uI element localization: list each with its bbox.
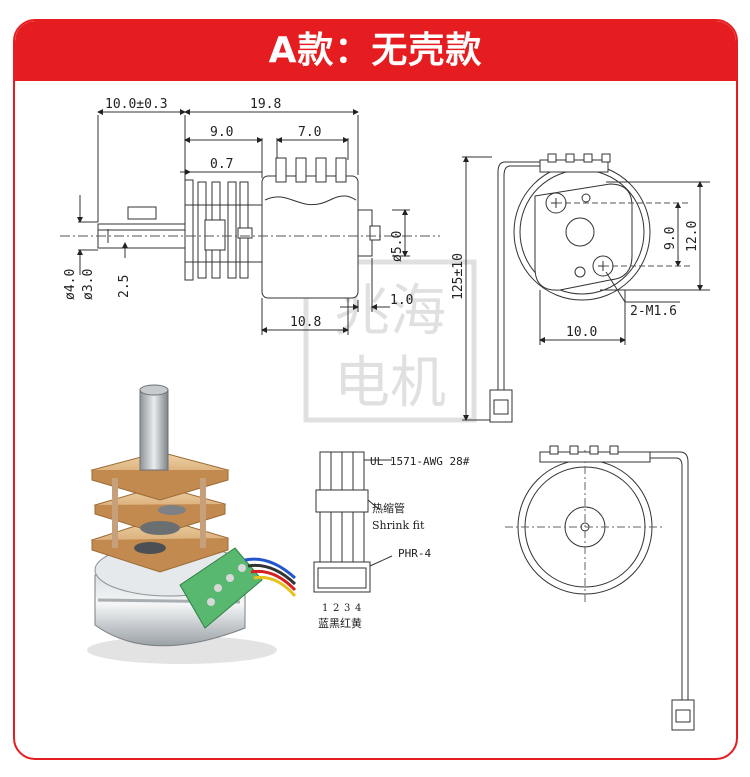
- dim-125: 125±10: [451, 253, 466, 300]
- dim-10-0-front: 10.0: [566, 325, 597, 340]
- front-view-labels: 125±10 9.0 12.0 10.0 2-M1.6: [451, 221, 700, 340]
- dim-19-8: 19.8: [250, 97, 281, 112]
- dim-9-0: 9.0: [210, 125, 233, 140]
- shrink-tube-cn: 热缩管: [372, 501, 405, 515]
- back-view-drawing: [505, 445, 695, 731]
- pin-1: 1: [322, 603, 328, 614]
- dim-1-0: 1.0: [390, 293, 413, 308]
- dim-dia-3-0: ø3.0: [81, 269, 96, 300]
- dim-9-0-front: 9.0: [663, 227, 678, 250]
- screw-label: 2-M1.6: [630, 304, 677, 319]
- dim-7-0: 7.0: [298, 125, 321, 140]
- wire-detail-labels: UL 1571-AWG 28# 热缩管 Shrink fit PHR-4 1 2…: [318, 455, 470, 630]
- dim-dia-4-0: ø4.0: [63, 269, 78, 300]
- watermark-line2: 电机: [334, 351, 446, 416]
- wire-colors: 蓝黑红黄: [318, 616, 362, 630]
- side-view-labels: 10.0±0.3 19.8 9.0 7.0 0.7 ø4.0 ø3.0 2.5 …: [63, 97, 413, 330]
- dim-10-8: 10.8: [290, 315, 321, 330]
- front-view-drawing: [462, 153, 710, 423]
- dim-12-0: 12.0: [685, 221, 700, 252]
- connector-label: PHR-4: [398, 547, 431, 560]
- wire-detail-drawing: [313, 451, 393, 593]
- dim-dia-5-0: ø5.0: [390, 231, 405, 262]
- motor-photo: [87, 384, 297, 664]
- watermark: 兆海 电机: [303, 259, 477, 423]
- pin-2: 2: [333, 603, 339, 614]
- pin-3: 3: [344, 603, 350, 614]
- pin-4: 4: [355, 603, 361, 614]
- dim-10-0: 10.0±0.3: [105, 97, 168, 112]
- cable-spec: UL 1571-AWG 28#: [370, 455, 470, 468]
- banner-title: A款：无壳款: [268, 30, 483, 71]
- dim-2-5: 2.5: [117, 275, 132, 298]
- dim-0-7: 0.7: [210, 157, 233, 172]
- title-banner: A款：无壳款: [15, 21, 736, 81]
- side-view-drawing: [60, 109, 440, 335]
- shrink-tube-en: Shrink fit: [372, 519, 425, 532]
